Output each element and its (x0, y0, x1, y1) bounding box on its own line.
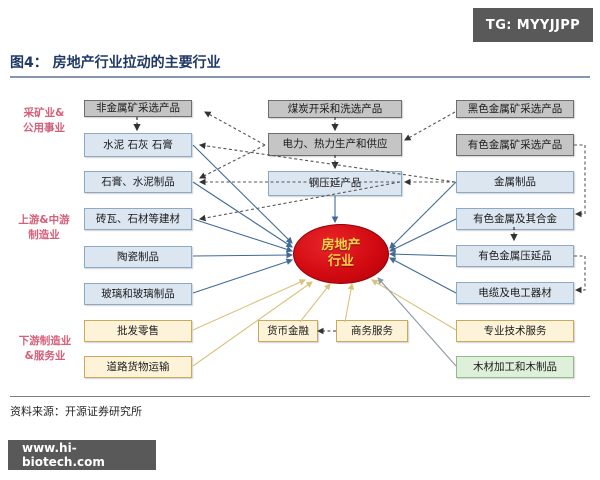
site-watermark-badge: www.hi-biotech.com (8, 440, 156, 470)
node-rolled-steel-products[interactable]: 钢压延产品 (268, 171, 402, 196)
hub-line-1: 房地产 (321, 238, 361, 253)
node-power-heat-supply[interactable]: 电力、热力生产和供应 (268, 133, 402, 156)
node-road-freight[interactable]: 道路货物运输 (84, 356, 192, 378)
telegram-watermark-badge: TG: MYYJJPP (473, 8, 593, 42)
figure-title: 图4： 房地产行业拉动的主要行业 (10, 55, 221, 71)
node-cement-lime-gypsum[interactable]: 水泥 石灰 石膏 (84, 133, 192, 157)
source-text: 资料来源：开源证券研究所 (10, 405, 142, 418)
hub-line-2: 行业 (327, 254, 354, 269)
node-gypsum-cement-products[interactable]: 石膏、水泥制品 (84, 171, 192, 193)
node-ceramic-products[interactable]: 陶瓷制品 (84, 246, 192, 268)
node-ferrous-metal-mining[interactable]: 黑色金属矿采选产品 (456, 100, 574, 118)
node-wood-processing-products[interactable]: 木材加工和木制品 (456, 356, 574, 378)
node-glass-products[interactable]: 玻璃和玻璃制品 (84, 283, 192, 305)
node-brick-stone-materials[interactable]: 砖瓦、石材等建材 (84, 208, 192, 230)
source-divider (10, 396, 590, 397)
group-label-upstream-midstream: 上游&中游 制造业 (18, 214, 70, 241)
group-label-downstream-services: 下游制造业 &服务业 (18, 335, 72, 362)
node-monetary-finance[interactable]: 货币金融 (258, 320, 318, 342)
node-professional-technical-services[interactable]: 专业技术服务 (456, 320, 574, 342)
node-metal-products[interactable]: 金属制品 (456, 171, 574, 193)
node-cable-electrical-equipment[interactable]: 电缆及电工器材 (456, 282, 574, 304)
node-business-services[interactable]: 商务服务 (336, 320, 408, 342)
node-nonmetal-mining[interactable]: 非金属矿采选产品 (84, 100, 192, 117)
hub-real-estate-industry[interactable]: 房地产 行业 (293, 224, 389, 284)
node-coal-mining-washing[interactable]: 煤炭开采和洗选产品 (268, 100, 402, 118)
title-divider (10, 76, 590, 78)
node-nonferrous-metals-alloys[interactable]: 有色金属及其合金 (456, 208, 574, 230)
node-wholesale-retail[interactable]: 批发零售 (84, 320, 192, 342)
node-nonferrous-rolled-products[interactable]: 有色金属压延品 (456, 245, 574, 267)
group-label-mining-utilities: 采矿业& 公用事业 (23, 107, 65, 134)
node-nonferrous-metal-mining[interactable]: 有色金属矿采选产品 (456, 134, 574, 156)
